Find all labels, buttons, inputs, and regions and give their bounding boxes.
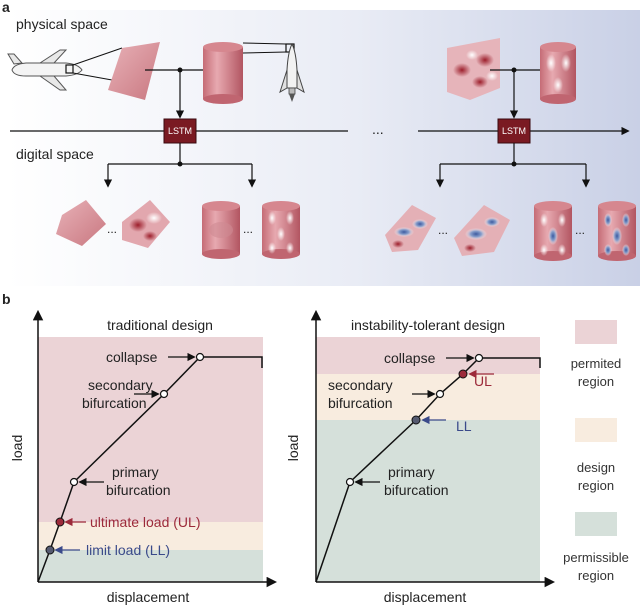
physical-space-label: physical space — [16, 16, 108, 32]
left-design-region — [38, 522, 263, 550]
left-plot: traditional design displacement load col… — [9, 309, 278, 605]
cylinder-digital-3 — [534, 201, 572, 261]
ellipsis-cylinders-right: ... — [575, 223, 585, 237]
zoom-line-shuttle-bottom — [242, 51, 287, 54]
left-x-label: displacement — [107, 589, 190, 605]
cylinder-physical — [203, 42, 243, 104]
airplane-icon — [7, 49, 83, 91]
left-ultimate-label: ultimate load (UL) — [90, 514, 201, 530]
left-permitted-region — [38, 337, 263, 522]
digital-space-label: digital space — [16, 146, 94, 162]
left-secondary-label-2: bifurcation — [82, 395, 147, 411]
left-collapse-marker — [195, 352, 205, 362]
ellipsis-plates-right: ... — [438, 223, 448, 237]
left-secondary-marker — [159, 389, 169, 399]
right-load-path — [315, 357, 541, 583]
right-x-label: displacement — [384, 589, 467, 605]
lstm-label-right: LSTM — [502, 126, 526, 136]
left-secondary-label-1: secondary — [88, 377, 153, 393]
left-ul-marker — [55, 517, 65, 527]
right-primary-label-1: primary — [388, 464, 435, 480]
legend-design-label-1: design — [577, 460, 615, 475]
plate-digital-3 — [385, 205, 436, 252]
cylinder-physical-buckled — [540, 42, 576, 104]
cylinder-digital-2 — [262, 201, 300, 259]
right-secondary-label-1: secondary — [328, 377, 393, 393]
left-limit-label: limit load (LL) — [86, 542, 170, 558]
cylinder-digital-1 — [202, 201, 240, 259]
right-plot: instability-tolerant design displacement… — [285, 309, 556, 605]
right-ul-label: UL — [474, 373, 492, 389]
legend-design-swatch — [575, 418, 617, 442]
right-secondary-label-2: bifurcation — [328, 395, 393, 411]
plate-physical — [108, 42, 160, 100]
legend-design-label-2: region — [578, 478, 614, 493]
lstm-box-right — [497, 118, 531, 144]
right-plot-title: instability-tolerant design — [351, 317, 505, 333]
right-ll-marker — [411, 415, 421, 425]
lstm-label-left: LSTM — [168, 126, 192, 136]
space-shuttle-icon — [279, 42, 305, 102]
left-ll-marker — [45, 545, 55, 555]
ellipsis-plates-left: ... — [107, 222, 117, 236]
legend-permitted-swatch — [575, 320, 617, 344]
left-load-path — [37, 356, 263, 583]
zoom-line-shuttle-top — [242, 42, 287, 45]
left-primary-label-2: bifurcation — [106, 482, 171, 498]
plate-digital-4 — [454, 205, 510, 256]
legend-permitted-label-2: region — [578, 374, 614, 389]
right-permissible-region — [316, 420, 540, 582]
panel-a-letter: a — [2, 0, 10, 15]
legend-permissible-label-1: permissible — [563, 550, 629, 565]
cylinder-digital-4 — [598, 201, 636, 261]
right-collapse-marker — [474, 353, 484, 363]
right-primary-marker — [345, 477, 355, 487]
legend-permitted-label-1: permited — [571, 356, 622, 371]
right-y-label: load — [285, 435, 301, 461]
timeline-ellipsis: ... — [372, 121, 384, 137]
left-y-label: load — [9, 435, 25, 461]
legend-permissible-label-2: region — [578, 568, 614, 583]
legend: permited region design region permissibl… — [563, 320, 629, 583]
right-secondary-marker — [435, 389, 445, 399]
lstm-box-left — [163, 118, 197, 144]
legend-permissible-swatch — [575, 512, 617, 536]
panel-b-letter: b — [2, 291, 11, 307]
right-permitted-region — [316, 337, 540, 374]
right-ll-label: LL — [456, 418, 472, 434]
zoom-line-top — [72, 47, 123, 66]
plate-physical-buckled — [447, 38, 500, 100]
zoom-line-bottom — [72, 72, 113, 81]
right-ul-marker — [458, 369, 468, 379]
plate-digital-2 — [122, 200, 170, 248]
left-plot-title: traditional design — [107, 317, 213, 333]
left-primary-label-1: primary — [112, 464, 159, 480]
ellipsis-cylinders-left: ... — [243, 222, 253, 236]
right-collapse-label: collapse — [384, 350, 436, 366]
left-permissible-region — [38, 550, 263, 582]
left-collapse-label: collapse — [106, 349, 158, 365]
left-primary-marker — [69, 477, 79, 487]
right-primary-label-2: bifurcation — [384, 482, 449, 498]
plate-digital-1 — [56, 200, 106, 246]
